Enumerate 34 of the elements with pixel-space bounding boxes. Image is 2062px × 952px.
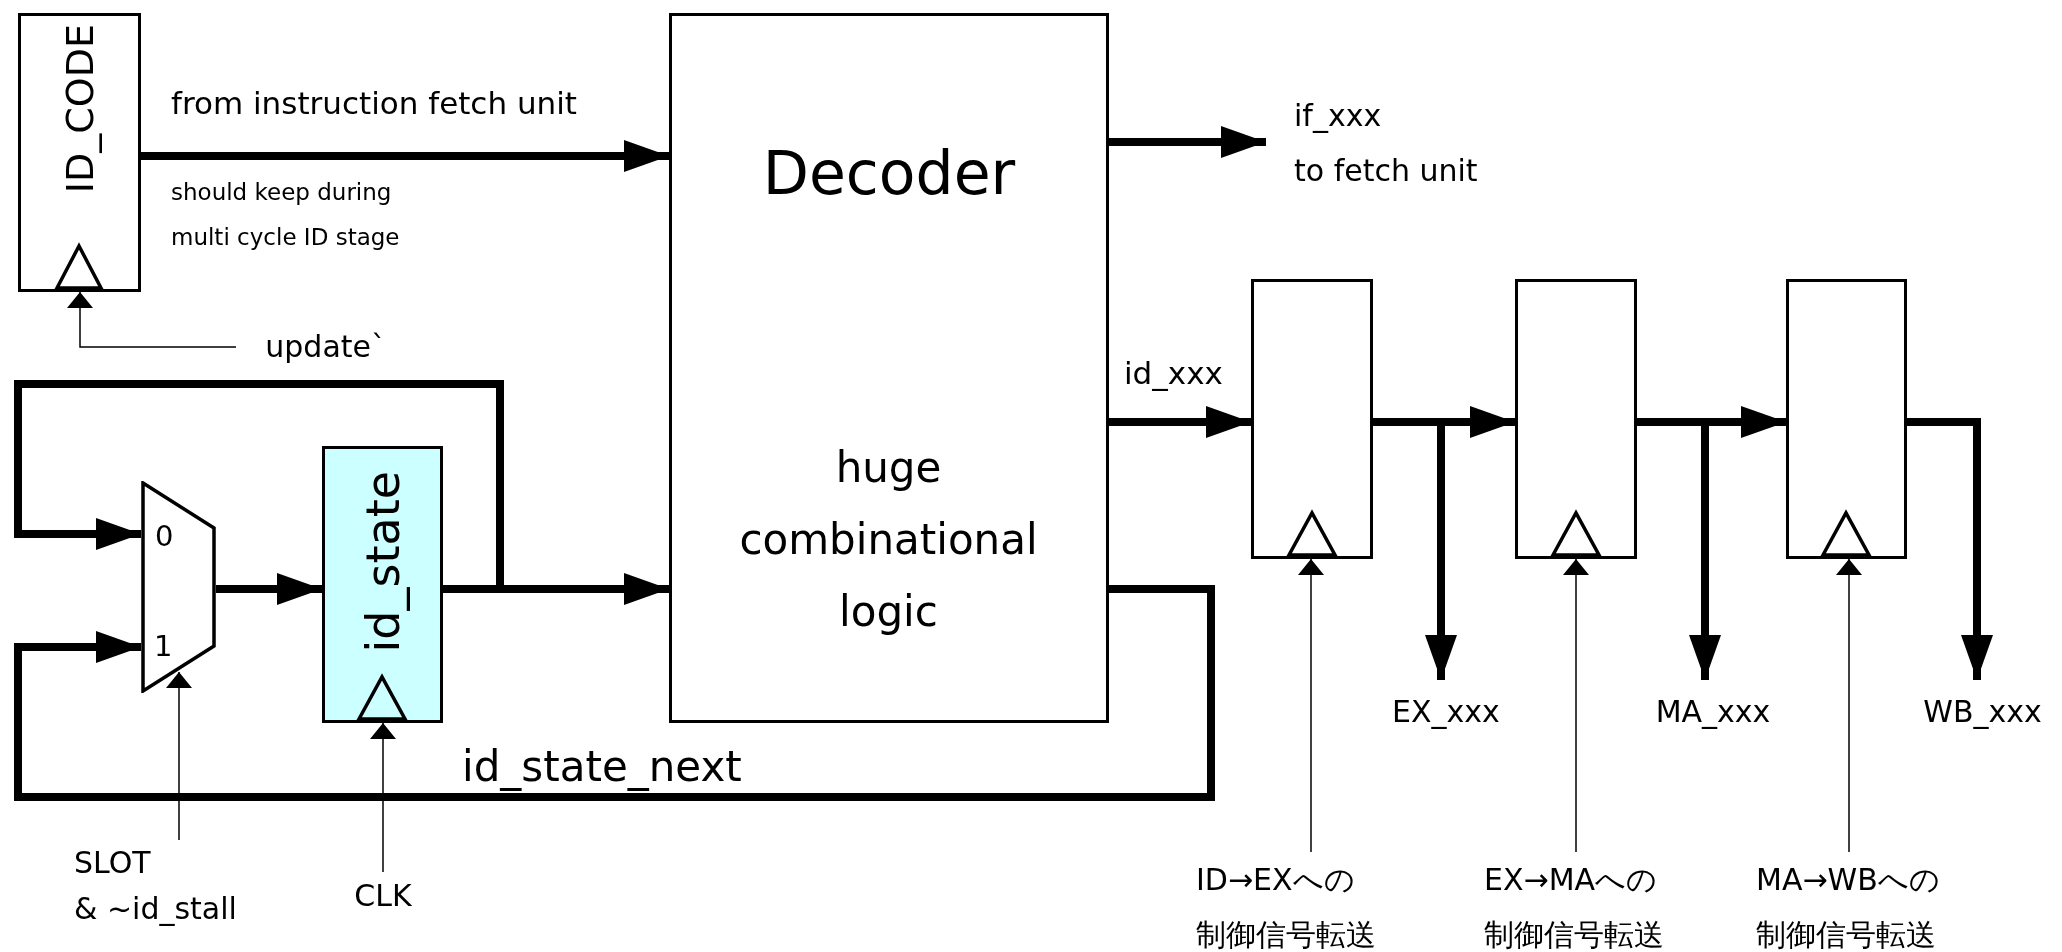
- signal-label: if_xxx: [1294, 97, 1382, 135]
- register-box: [1515, 279, 1637, 559]
- signal-label: EX_xxx: [1386, 680, 1506, 744]
- signal-arrow: [1836, 558, 1862, 853]
- note: should keep during multi cycle ID stage: [171, 178, 401, 252]
- signal-arrow: [67, 291, 237, 348]
- bus-arrow: [14, 585, 1215, 801]
- signal-arrow: [370, 722, 396, 873]
- signal-label: update`: [236, 325, 386, 369]
- bus-arrow: [1109, 406, 1251, 438]
- signal-label: SLOT: [74, 844, 151, 882]
- input-label: 1: [154, 629, 173, 663]
- signal-arrow: [166, 671, 192, 841]
- signal-label: MA→WBへの制御信号転送: [1756, 861, 1941, 952]
- signal-arrow: [1298, 558, 1324, 853]
- register-box: [1786, 279, 1907, 559]
- bus-arrow: [216, 573, 322, 605]
- signal-label: CLK: [343, 872, 423, 920]
- register-box: [322, 446, 443, 723]
- signal-label: MA_xxx: [1650, 680, 1776, 744]
- input-label: 0: [155, 519, 174, 553]
- bus-arrow: [141, 140, 669, 172]
- signal-arrow: [1563, 558, 1589, 853]
- register-box: [18, 13, 141, 292]
- block-description: huge combinational logic: [738, 442, 1039, 638]
- register-box: [1251, 279, 1373, 559]
- signal-label: ID→EXへの制御信号転送: [1196, 861, 1377, 952]
- signal-label: WB_xxx: [1920, 680, 2045, 744]
- signal-label: to fetch unit: [1294, 152, 1478, 190]
- signal-label: EX→MAへの制御信号転送: [1484, 861, 1665, 952]
- block-title: Decoder: [761, 138, 1017, 208]
- signal-label: & ~id_stall: [74, 890, 237, 928]
- multiplexer: [141, 481, 216, 693]
- decoder-box: [669, 13, 1109, 723]
